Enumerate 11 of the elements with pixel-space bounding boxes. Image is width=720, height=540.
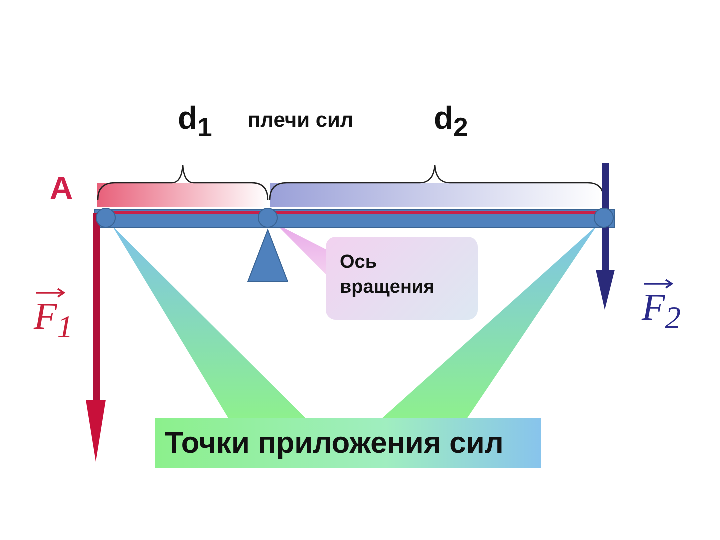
point-label: A <box>50 172 74 204</box>
callout-text: Точки приложения сил <box>164 426 505 462</box>
leader-wedge <box>112 226 306 418</box>
callout-box <box>326 237 478 320</box>
callout-text: Ось вращения <box>339 251 436 300</box>
force-label: F$_{2}$ <box>642 289 682 334</box>
arm-label: d$_{2}$ <box>434 102 468 142</box>
arm-caption: плечи сил <box>248 110 354 131</box>
arm-label: d$_{1}$ <box>178 102 212 142</box>
callout-box <box>155 418 541 468</box>
force-label: F$_{1}$ <box>34 298 74 344</box>
